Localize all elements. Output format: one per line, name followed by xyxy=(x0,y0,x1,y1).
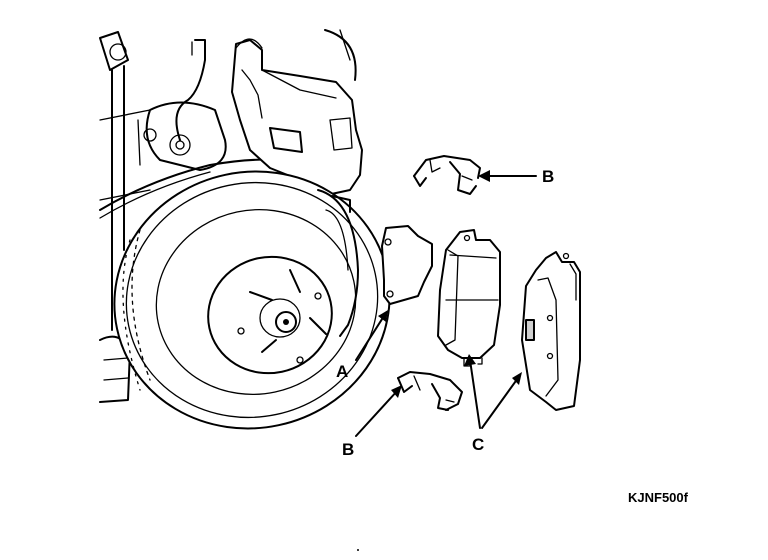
pad-retaining-clip-lower xyxy=(397,371,463,411)
wheel-hub xyxy=(207,255,333,375)
splash-shield xyxy=(317,189,359,337)
callout-b-upper-label: B xyxy=(542,167,554,186)
suspension-strut xyxy=(99,29,357,403)
steering-knuckle xyxy=(137,101,227,171)
figure-id-label: KJNF500f xyxy=(628,490,689,505)
pad-retaining-clip-upper xyxy=(413,155,481,195)
callout-b-lower-label: B xyxy=(342,440,354,459)
callout-a-label: A xyxy=(336,362,348,381)
outer-brake-pad xyxy=(521,251,581,411)
inner-brake-pad xyxy=(437,229,501,367)
pad-shim xyxy=(381,225,433,305)
brake-hose xyxy=(99,39,281,219)
callout-leaders xyxy=(355,170,537,437)
callout-c-label: C xyxy=(472,435,484,454)
caliper-bracket xyxy=(231,38,363,197)
